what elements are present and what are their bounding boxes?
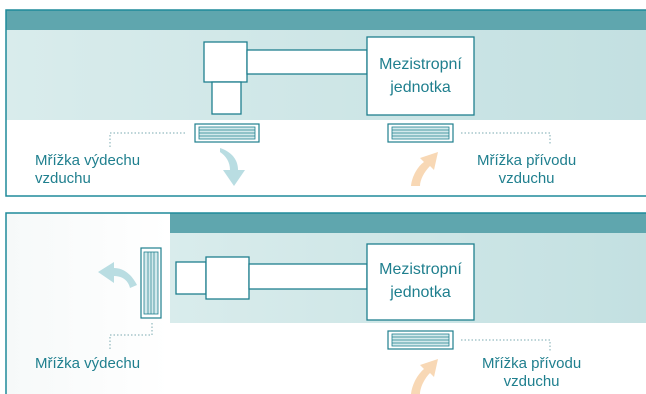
top-exhaust-label-line1: Mřížka výdechu <box>35 152 141 169</box>
top-ceiling-space <box>6 30 646 120</box>
bottom-supply-leader <box>461 339 551 352</box>
bottom-exhaust-arrow <box>98 262 137 288</box>
bottom-unit-label-line1: Mezistropní <box>379 261 462 278</box>
top-exhaust-label-line2: vzduchu <box>35 170 91 187</box>
bottom-diagram <box>5 212 646 394</box>
top-exhaust-leader <box>109 132 185 147</box>
bottom-duct-short <box>175 261 207 295</box>
top-duct-down <box>211 81 242 115</box>
top-frame <box>5 9 646 197</box>
bottom-exhaust-leader <box>109 322 153 349</box>
top-supply-label-line1: Mřížka přívodu <box>477 152 577 169</box>
bottom-exhaust-grille <box>140 247 162 319</box>
bottom-supply-label-line2: vzduchu <box>503 373 560 390</box>
bottom-exhaust-label: Mřížka výdechu <box>35 355 140 373</box>
top-unit-label-line2: jednotka <box>390 79 451 96</box>
top-duct-horizontal <box>246 49 368 75</box>
bottom-supply-label: Mřížka přívodu vzduchu <box>482 355 581 391</box>
top-unit-label-line1: Mezistropní <box>379 56 462 73</box>
bottom-supply-arrow <box>411 359 438 394</box>
top-exhaust-label: Mřížka výdechu vzduchu <box>35 152 140 188</box>
bottom-indoor-unit <box>366 243 475 321</box>
bottom-ceiling-strip <box>170 213 646 233</box>
bottom-supply-grille <box>387 330 454 350</box>
top-indoor-unit <box>366 36 475 116</box>
bottom-duct-box <box>205 256 250 300</box>
top-exhaust-arrow <box>220 148 245 186</box>
bottom-supply-label-line1: Mřížka přívodu <box>482 355 582 372</box>
top-unit-label: Mezistropní jednotka <box>367 53 474 99</box>
top-duct-elbow <box>203 41 248 83</box>
top-supply-leader <box>461 132 551 145</box>
top-exhaust-grille <box>194 123 260 143</box>
top-ceiling-strip <box>6 10 646 30</box>
bottom-duct-horizontal <box>248 263 368 290</box>
bottom-exhaust-label-line1: Mřížka výdechu <box>35 355 141 372</box>
top-supply-label-line2: vzduchu <box>498 170 555 187</box>
bottom-unit-label: Mezistropní jednotka <box>367 258 474 304</box>
bottom-frame <box>5 212 646 394</box>
top-diagram <box>5 9 646 197</box>
top-supply-label: Mřížka přívodu vzduchu <box>477 152 576 188</box>
top-supply-arrow <box>411 152 438 186</box>
bottom-unit-label-line2: jednotka <box>390 284 451 301</box>
top-supply-grille <box>387 123 454 143</box>
